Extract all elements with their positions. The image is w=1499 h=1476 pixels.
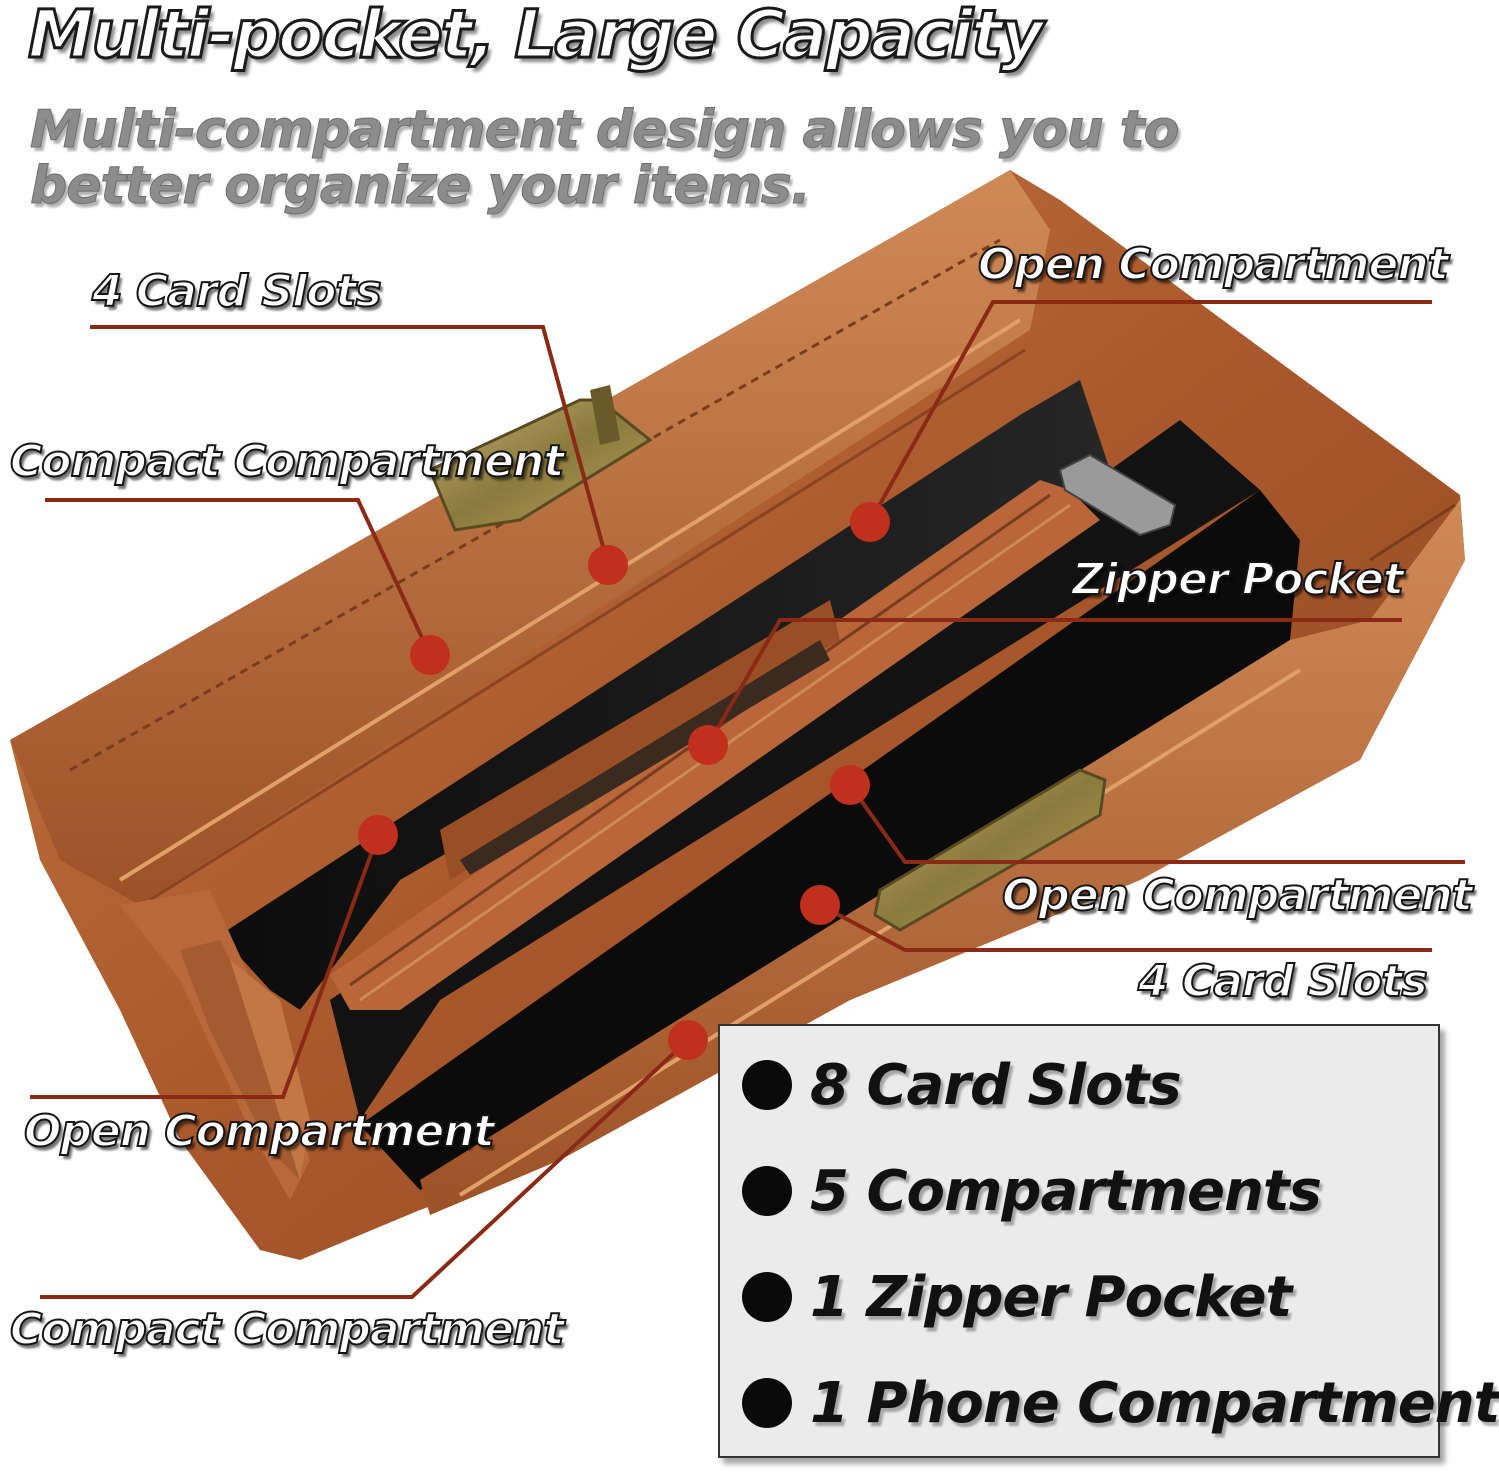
leader-card-slots-bottom <box>819 903 1432 952</box>
marker-open-bottom-left <box>358 815 398 855</box>
bullet-icon <box>742 1166 792 1216</box>
feature-text: 1 Phone Compartment <box>810 1370 1499 1436</box>
callout-compact-top: Compact Compartment <box>9 435 565 488</box>
callout-compact-bottom: Compact Compartment <box>9 1303 565 1356</box>
feature-item: 1 Phone Compartment <box>742 1358 1499 1448</box>
marker-compact-top <box>410 635 450 675</box>
feature-item: 8 Card Slots <box>742 1040 1182 1130</box>
marker-open-top-right <box>850 502 890 542</box>
feature-item: 5 Compartments <box>742 1146 1322 1236</box>
callout-open-top-right: Open Compartment <box>977 238 1450 291</box>
clasp-bottom <box>873 768 1107 932</box>
leader-card-slots-top <box>90 325 610 566</box>
marker-compact-bottom <box>668 1020 708 1060</box>
subheadline: Multi-compartment design allows you to b… <box>30 100 1180 216</box>
callout-open-bottom-left: Open Compartment <box>23 1105 496 1158</box>
feature-text: 8 Card Slots <box>810 1052 1182 1118</box>
leader-open-bottom-left <box>30 834 380 1099</box>
callout-open-mid-right: Open Compartment <box>1001 869 1474 922</box>
lining-back <box>360 490 1300 1190</box>
bullet-icon <box>742 1060 792 1110</box>
feature-summary-box: 8 Card Slots 5 Compartments 1 Zipper Poc… <box>718 1024 1499 1458</box>
feature-item: 1 Zipper Pocket <box>742 1252 1292 1342</box>
marker-zipper <box>688 725 728 765</box>
callout-zipper-pocket: Zipper Pocket <box>1071 553 1405 606</box>
lining-mid <box>330 420 1260 1120</box>
feature-text: 1 Zipper Pocket <box>810 1264 1292 1330</box>
callout-card-slots-top: 4 Card Slots <box>91 265 383 318</box>
lining-front <box>220 380 1110 1010</box>
leader-compact-top <box>45 498 432 656</box>
marker-card-slots-top <box>588 545 628 585</box>
headline: Multi-pocket, Large Capacity <box>27 0 1046 75</box>
leader-open-top-right <box>868 300 1432 523</box>
marker-card-slots-bottom <box>800 885 840 925</box>
marker-open-mid-right <box>830 765 870 805</box>
feature-text: 5 Compartments <box>810 1158 1322 1224</box>
clasp-top <box>428 398 653 532</box>
callout-card-slots-bottom: 4 Card Slots <box>1137 955 1429 1008</box>
leader-open-mid-right <box>848 783 1465 864</box>
wallet-flap <box>10 170 1050 905</box>
bullet-icon <box>742 1272 792 1322</box>
leader-compact-bottom <box>40 1038 690 1299</box>
bullet-icon <box>742 1378 792 1428</box>
zipper-pull <box>1058 453 1177 537</box>
leader-zipper <box>706 618 1402 746</box>
